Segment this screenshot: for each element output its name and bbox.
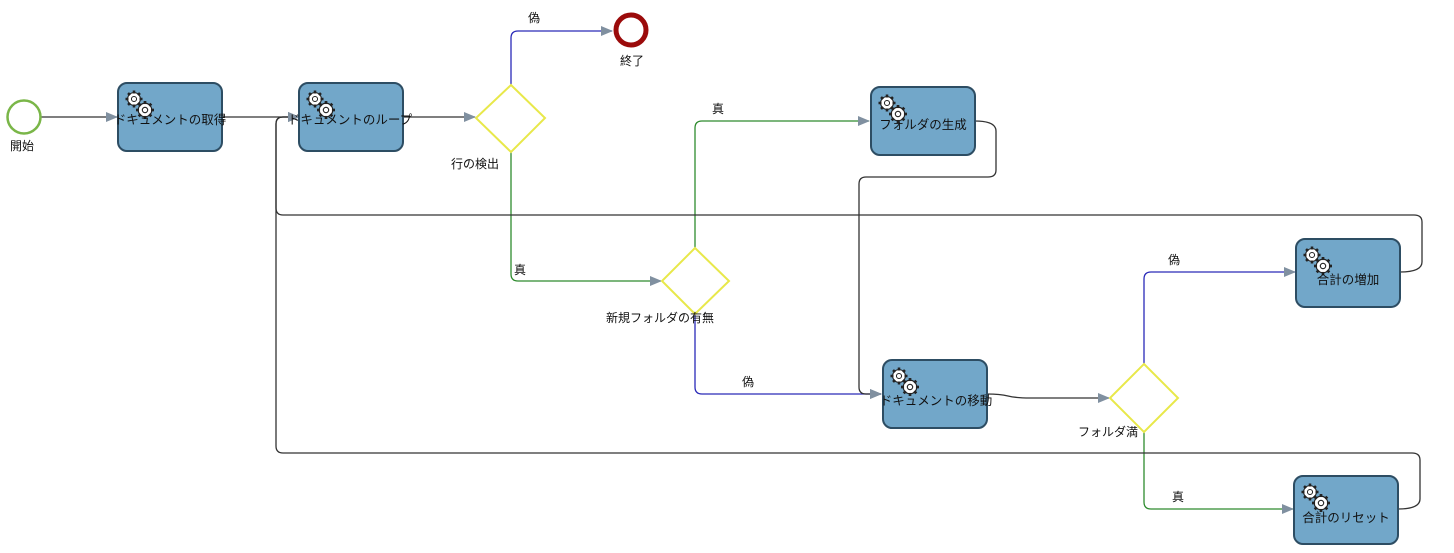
gateway-new-folder-label: 新規フォルダの有無 — [606, 310, 714, 325]
flow-folder-full-true-to-reset — [1143, 432, 1294, 514]
flow-new-folder-true-to-create-folder — [694, 116, 870, 248]
task-create-folder[interactable]: フォルダの生成 — [870, 86, 976, 156]
flow-row-detect-true-to-new-folder — [510, 152, 662, 286]
edge-label-row-true: 真 — [514, 263, 526, 277]
gateway-folder-full[interactable]: フォルダ満 — [1078, 362, 1180, 439]
task-reset-total-label: 合計のリセット — [1302, 510, 1390, 525]
flow-move-document-to-folder-full — [986, 393, 1110, 403]
task-move-document-label: ドキュメントの移動 — [880, 393, 993, 408]
edge-label-new-false: 偽 — [742, 375, 754, 389]
task-reset-total[interactable]: 合計のリセット — [1293, 475, 1399, 545]
flow-row-detect-false-to-end — [510, 26, 613, 85]
end-event[interactable]: 終了 — [613, 12, 649, 68]
task-increment-total[interactable]: 合計の増加 — [1295, 238, 1401, 308]
start-event-label: 開始 — [10, 139, 34, 153]
task-document-loop-label: ドキュメントのループ — [288, 112, 413, 127]
gateway-row-detect[interactable]: 行の検出 — [451, 83, 547, 171]
task-document-loop[interactable]: ドキュメントのループ — [288, 82, 413, 152]
gateway-folder-full-label: フォルダ満 — [1078, 424, 1138, 439]
end-event-label: 終了 — [620, 53, 644, 68]
circle-start-icon — [6, 99, 42, 135]
edge-label-row-false: 偽 — [528, 11, 540, 25]
flow-reset-to-loop — [275, 112, 1421, 510]
circle-end-icon — [613, 12, 649, 48]
edge-label-new-true: 真 — [712, 102, 724, 116]
task-get-document-label: ドキュメントの取得 — [114, 112, 227, 127]
gateway-new-folder[interactable]: 新規フォルダの有無 — [606, 246, 731, 325]
edge-label-full-false: 偽 — [1168, 253, 1180, 267]
gateway-row-detect-label: 行の検出 — [451, 157, 499, 171]
flow-folder-full-false-to-increment — [1143, 267, 1296, 364]
flow-create-folder-to-move-document — [858, 120, 997, 399]
task-get-document[interactable]: ドキュメントの取得 — [114, 82, 227, 152]
flow-new-folder-false-to-move-document — [694, 314, 882, 399]
flow-increment-to-loop — [275, 112, 1423, 273]
task-create-folder-label: フォルダの生成 — [879, 117, 967, 132]
edge-label-full-true: 真 — [1172, 490, 1184, 504]
task-increment-total-label: 合計の増加 — [1317, 272, 1380, 287]
start-event[interactable]: 開始 — [6, 99, 42, 154]
task-move-document[interactable]: ドキュメントの移動 — [880, 359, 993, 429]
